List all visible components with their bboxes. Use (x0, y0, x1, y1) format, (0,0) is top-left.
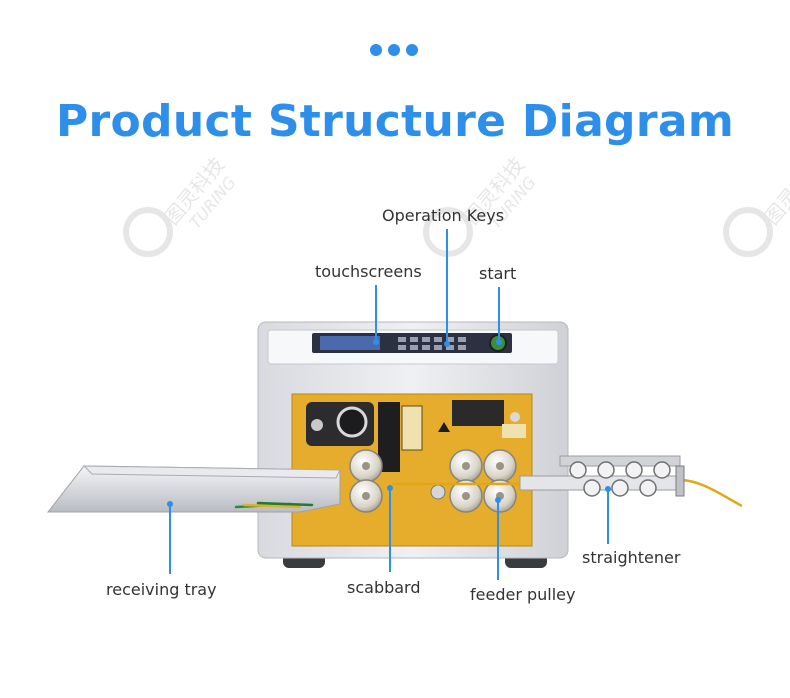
straightener-top (559, 455, 681, 467)
scabbard-blade (378, 402, 400, 472)
watermark-logo-icon: 图灵科技 TURING (423, 153, 540, 257)
cut-wire-pieces (234, 501, 314, 509)
leader-dot-scabbard (387, 485, 393, 491)
label-touchscreens: touchscreens (315, 262, 422, 281)
leader-dot-start (496, 339, 502, 345)
roller-hubs (362, 462, 504, 500)
leader-scabbard (389, 488, 391, 572)
dot-3 (406, 44, 418, 56)
cutter-knob (336, 406, 368, 438)
leader-receiving-tray (169, 504, 171, 574)
indicator-lamp (510, 412, 520, 422)
label-straightener: straightener (582, 548, 681, 567)
watermark-left: 图灵科技 TURING (120, 150, 240, 265)
dot-2 (388, 44, 400, 56)
leader-straightener (607, 490, 609, 544)
cutter-screw (311, 419, 323, 431)
warning-label (438, 422, 450, 432)
info-plaque (452, 400, 504, 426)
model-label (502, 424, 526, 438)
page-title: Product Structure Diagram (55, 96, 734, 147)
label-scabbard: scabbard (347, 578, 421, 597)
label-feeder-pulley: feeder pulley (470, 585, 576, 604)
watermark-center: 图灵科技 TURING (420, 150, 540, 265)
dot-1 (370, 44, 382, 56)
leader-start (498, 287, 500, 342)
straightener-end-plate (675, 465, 685, 497)
operation-keypad (398, 337, 466, 350)
label-operation-keys: Operation Keys (382, 206, 505, 225)
watermark-logo-icon: 图灵科技 TURING (123, 153, 240, 257)
label-start: start (479, 264, 517, 283)
leader-dot-receiving-tray (167, 501, 173, 507)
leader-operation-keys (446, 229, 448, 344)
leader-dot-touchscreens (373, 339, 379, 345)
leader-dot-operation-keys (444, 341, 450, 347)
receiving-tray (46, 465, 341, 513)
straightener-rollers (569, 461, 671, 497)
header-dots (370, 44, 418, 56)
leader-dot-straightener (605, 486, 611, 492)
label-receiving-tray: receiving tray (106, 580, 217, 599)
scabbard-label (401, 405, 423, 451)
leader-feeder-pulley (497, 500, 499, 580)
leader-touchscreens (375, 285, 377, 342)
touchscreen-area (320, 336, 380, 350)
leader-dot-feeder-pulley (495, 497, 501, 503)
receiving-tray-lip (82, 465, 341, 479)
watermark-logo-icon: 图灵科技 (723, 153, 790, 257)
guide-knob (430, 484, 446, 500)
watermark-right: 图灵科技 (720, 150, 790, 265)
